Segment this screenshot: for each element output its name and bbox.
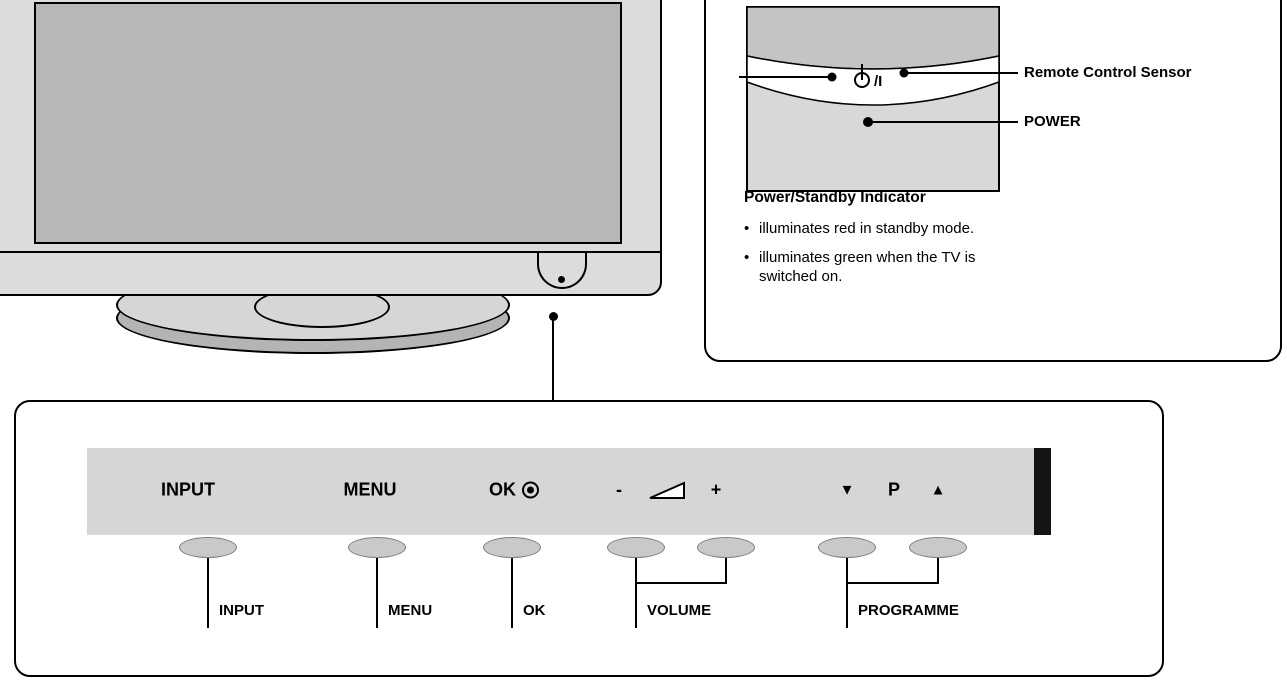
- programme-up-icon: ▲: [930, 481, 946, 499]
- power-label: POWER: [1024, 113, 1081, 130]
- programme-letter-text: P: [887, 479, 901, 500]
- panel-side-edge: [1034, 448, 1051, 535]
- remote-sensor-dot: [899, 68, 909, 78]
- ok-fisheye-icon: [522, 481, 539, 499]
- indicator-bullet-on: illuminates green when the TV is switche…: [744, 248, 998, 286]
- remote-sensor-leader-line: [906, 72, 1018, 74]
- programme-down-button: [818, 537, 876, 558]
- volume-minus-text: -: [616, 479, 622, 500]
- panel-location-leader-line: [552, 320, 554, 400]
- programme-up-connector-line: [937, 558, 939, 584]
- zoom-screen-area: [746, 6, 1000, 70]
- programme-connector-line: [846, 584, 848, 628]
- ok-button: [483, 537, 541, 558]
- programme-callout-label: PROGRAMME: [858, 602, 959, 619]
- volume-callout-label: VOLUME: [647, 602, 712, 619]
- menu-button: [348, 537, 406, 558]
- input-connector-line: [207, 558, 209, 628]
- volume-minus-connector-line: [635, 558, 637, 584]
- volume-connector-line: [635, 584, 637, 628]
- menu-connector-line: [376, 558, 378, 628]
- control-panel-strip: [87, 448, 1051, 535]
- power-leader-line: [872, 121, 1018, 123]
- input-callout-label: INPUT: [219, 602, 264, 619]
- indicator-bullet-standby: illuminates red in standby mode.: [744, 219, 998, 238]
- power-indicator-callout: /I Remote Control Sensor POWER Power/Sta…: [704, 0, 1282, 362]
- volume-wedge-icon: [649, 481, 685, 499]
- input-button: [179, 537, 237, 558]
- programme-down-icon: ▼: [839, 481, 855, 499]
- panel-location-dot: [549, 312, 558, 321]
- power-led-dot: [863, 117, 873, 127]
- ok-callout-label: OK: [523, 602, 546, 619]
- menu-button-text: MENU: [343, 479, 397, 500]
- ok-button-text: OK: [489, 479, 516, 500]
- programme-up-button: [909, 537, 967, 558]
- tv-bezel-seam-line: [0, 251, 662, 253]
- power-indicator-dot: [558, 276, 565, 283]
- zoom-curved-band: [746, 55, 1000, 106]
- programme-down-connector-line: [846, 558, 848, 584]
- power-standby-indicator-title: Power/Standby Indicator: [744, 189, 926, 206]
- menu-callout-label: MENU: [388, 602, 433, 619]
- volume-plus-text: +: [710, 479, 722, 500]
- tv-corner-zoom-illustration: /I: [746, 6, 1000, 192]
- standby-symbol-suffix: /I: [874, 73, 882, 90]
- volume-bracket-line: [635, 582, 727, 584]
- sensor-left-leader-line: [739, 76, 835, 78]
- remote-control-sensor-label: Remote Control Sensor: [1024, 64, 1192, 81]
- indicator-bullet-list: illuminates red in standby mode. illumin…: [744, 219, 998, 296]
- tv-screen: [34, 2, 622, 244]
- programme-bracket-line: [846, 582, 939, 584]
- volume-plus-button: [697, 537, 755, 558]
- volume-minus-button: [607, 537, 665, 558]
- control-panel-callout: INPUT MENU OK - + ▼ P ▲ INPUT MENU: [14, 400, 1164, 677]
- ok-button-text-group: OK: [489, 480, 539, 501]
- input-button-text: INPUT: [161, 479, 215, 500]
- standby-power-icon: [854, 64, 870, 88]
- ok-connector-line: [511, 558, 513, 628]
- volume-plus-connector-line: [725, 558, 727, 584]
